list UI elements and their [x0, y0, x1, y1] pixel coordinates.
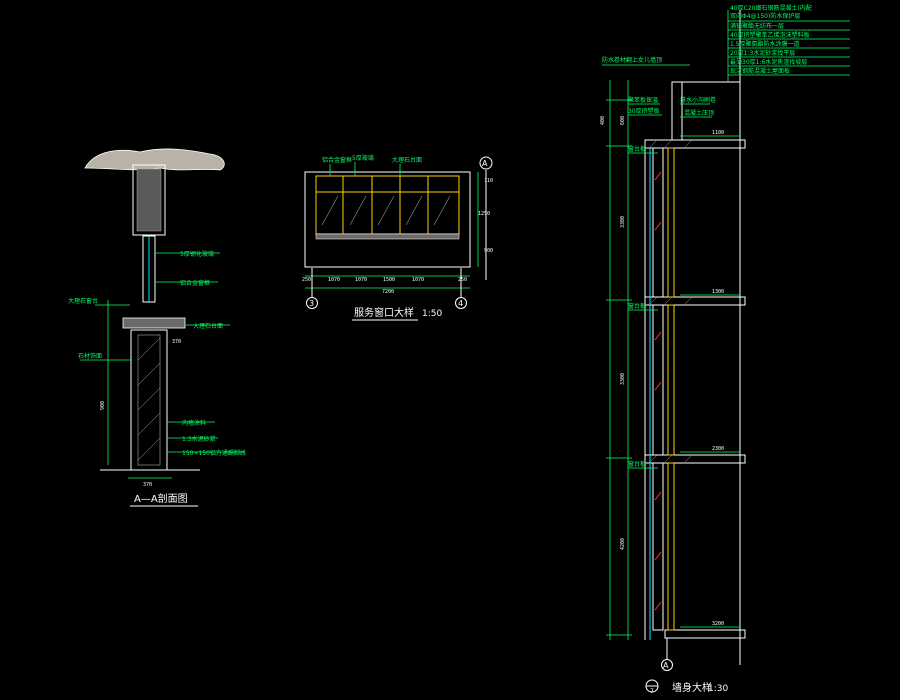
side-dim-0: 110: [484, 178, 493, 184]
bottom-dim-0: 250: [302, 277, 311, 283]
bottom-dim-5: 250: [458, 277, 467, 283]
label-l8: 150×150铝方通踢脚线: [182, 449, 246, 457]
label-l7: 1:3水泥砂浆: [182, 435, 216, 443]
wall-dim-v2: 600: [620, 116, 626, 125]
wall-leaders: [628, 103, 712, 469]
note-3: 40厚挤塑聚苯乙烯泡沫塑料板: [730, 31, 810, 39]
slab-2: [644, 454, 746, 464]
bottom-dim-1: 1070: [328, 277, 340, 283]
window-strip-a: [667, 147, 675, 298]
mullions: [316, 176, 459, 234]
note-6: 最薄30厚1:6水泥焦渣找坡层: [730, 58, 807, 66]
grid-4-label: 4: [458, 299, 463, 308]
slab-roof: [644, 139, 746, 149]
window-strip-c: [667, 462, 675, 631]
wall-dim-h1: 1100: [712, 130, 724, 136]
wall-detail: 400 600 3300 3300 4200: [600, 4, 850, 695]
section-aa: 5厚钢化玻璃 铝合金窗框 大理石窗台 大理石台面 石材饰面 内墙涂料 1:3水泥…: [68, 148, 246, 507]
wall-label-w2: 排水小沟刷卷: [680, 96, 716, 104]
side-dim-1: 1250: [478, 211, 490, 217]
service-window-scale: 1:50: [422, 309, 442, 319]
glass-reflections: [321, 195, 451, 226]
wall-label-w6: 窗台板: [628, 302, 646, 310]
wall-label-w1: 聚苯板保温: [628, 96, 658, 104]
bottom-dim-4: 1070: [412, 277, 424, 283]
total-dim: 7200: [382, 289, 394, 295]
wall-column-b: [652, 304, 664, 456]
bottom-dim-3: 1500: [383, 277, 395, 283]
grid-bubble-4: [455, 297, 467, 309]
window-label-t2: 5厚玻璃: [352, 154, 374, 162]
wall-dim-h3: 2300: [712, 446, 724, 452]
label-l2: 铝合金窗框: [180, 279, 210, 287]
grid-bubble-a-bottom: [661, 659, 673, 671]
grid-bubble-3: [306, 297, 318, 309]
label-l4: 大理石台面: [193, 322, 223, 330]
service-window-detail: 铝合金窗框 5厚玻璃 大理石台面 A 110 1250 900 250 1070…: [302, 154, 493, 321]
wall-top-label: 防水卷材翻上女儿墙顶: [602, 56, 662, 64]
roof-notes: 40厚C20细石钢筋混凝土(内配 双向Φ4@150)防水保护层 满铺聚酯无纺布一…: [727, 4, 850, 82]
window-label-t3: 大理石台面: [392, 156, 422, 164]
wall-label-w4: 混凝土压顶: [684, 109, 714, 117]
side-dim-2: 900: [484, 248, 493, 254]
bottom-dim-2: 1070: [355, 277, 367, 283]
note-1: 双向Φ4@150)防水保护层: [730, 12, 800, 20]
window-top-leaders: [329, 162, 401, 176]
note-5: 20厚1:3水泥砂浆找平层: [730, 49, 795, 57]
sill: [122, 317, 186, 329]
slab-1: [664, 629, 746, 639]
wall-hatch: [137, 337, 161, 461]
grid-3-label: 3: [309, 299, 314, 308]
wall-dim-ticks: [606, 99, 632, 636]
note-0: 40厚C20细石钢筋混凝土(内配: [730, 4, 812, 12]
note-4: 1.5厚聚氨酯防水涂膜一道: [730, 40, 800, 48]
parapet: [671, 81, 683, 141]
window-outline: [304, 171, 471, 268]
wall-core: [137, 334, 161, 466]
wall-label-w5: 窗台板: [628, 145, 646, 153]
wall-dim-v1: 400: [600, 116, 606, 125]
grid-a-label: A: [482, 159, 488, 168]
service-window-title: 服务窗口大样: [354, 306, 414, 319]
slab-hatch: [649, 139, 693, 463]
dim-d1: 370: [172, 339, 181, 345]
wall-dim-v3: 3300: [620, 216, 626, 228]
grid-bubble-a: [479, 156, 493, 170]
wall-dim-h2: 1300: [712, 289, 724, 295]
label-l5: 石材饰面: [78, 352, 102, 360]
dim-d3: 370: [143, 482, 152, 488]
pier-hatch: [136, 168, 162, 232]
wall-dim-v5: 4200: [620, 538, 626, 550]
wall-dim-v4: 3300: [620, 373, 626, 385]
window-frame-outer: [315, 175, 460, 235]
earth-fill: [84, 148, 225, 171]
wall-label-w3: 30厚挤塑板: [628, 107, 660, 115]
wall-column-a: [652, 147, 664, 298]
label-l6: 内墙涂料: [182, 419, 206, 427]
note-7: 现浇钢筋混凝土屋面板: [730, 67, 790, 75]
label-l3: 大理石窗台: [68, 297, 98, 305]
wall-detail-scale: 1:30: [708, 684, 728, 694]
grid-a-bottom-label: A: [663, 661, 669, 670]
leaders: [80, 252, 245, 453]
wall-detail-title: 墙身大样: [672, 681, 712, 694]
window-strip-b: [667, 304, 675, 456]
counter: [315, 233, 460, 240]
slab-3: [644, 296, 746, 306]
note-2: 满铺聚酯无纺布一层: [730, 22, 784, 30]
dim-d2: 900: [100, 401, 106, 410]
notes-rules: [728, 20, 850, 76]
label-l1: 5厚钢化玻璃: [180, 250, 214, 258]
detail-marker-num: 7: [650, 688, 654, 695]
wall-column-c: [652, 462, 664, 631]
wall-label-w7: 窗台板: [628, 460, 646, 468]
wall-dim-h4: 3200: [712, 621, 724, 627]
section-aa-title: A—A剖面图: [134, 492, 188, 505]
insulation-hatch: [654, 171, 662, 611]
upper-pier: [132, 164, 166, 236]
window-label-t1: 铝合金窗框: [322, 156, 352, 164]
